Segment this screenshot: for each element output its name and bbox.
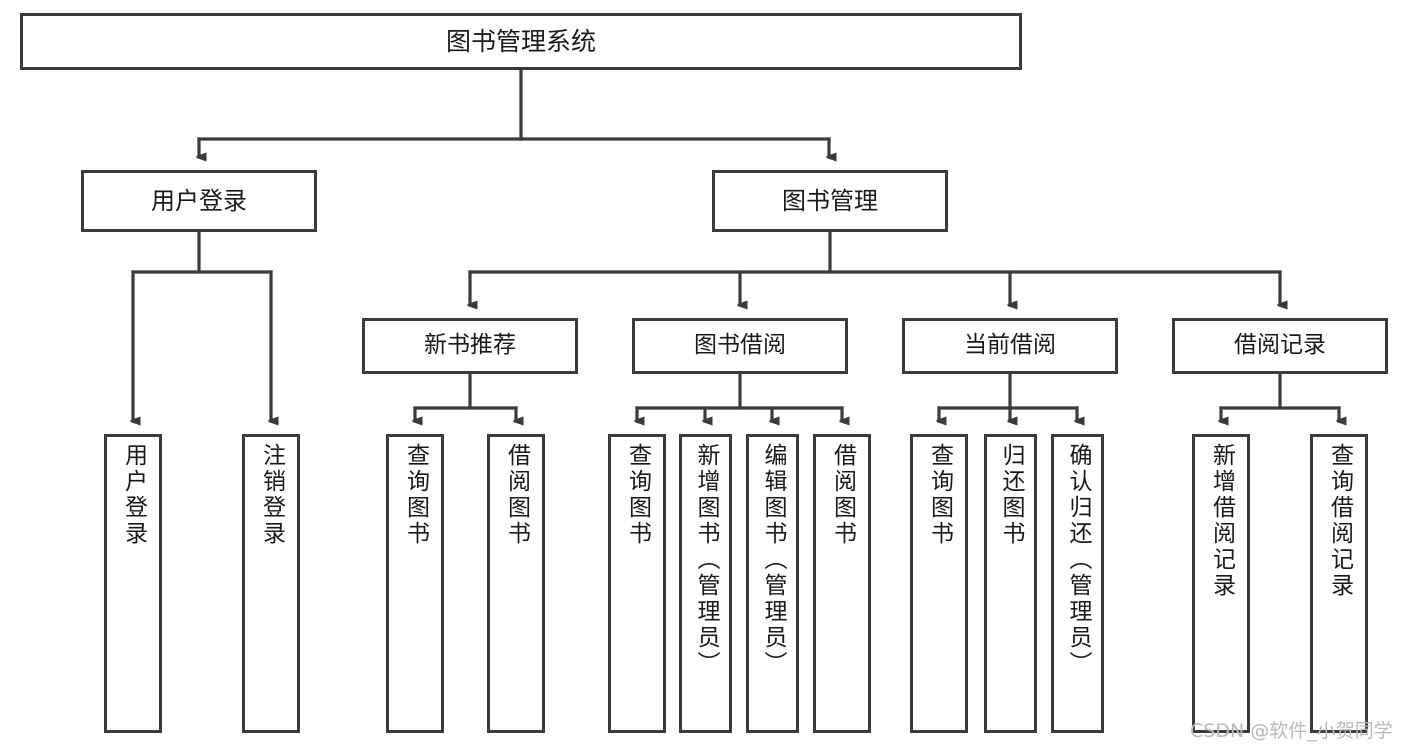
node-leaf-borrow-book-1[interactable]: 借阅图书 <box>487 434 545 733</box>
node-current-borrow-label: 当前借阅 <box>964 332 1056 359</box>
node-leaf-user-logout[interactable]: 注销登录 <box>242 434 300 733</box>
node-leaf-return-book[interactable]: 归还图书 <box>984 434 1037 733</box>
node-leaf-edit-book[interactable]: 编辑图书（管理员） <box>746 434 799 733</box>
node-leaf-add-record-label: 新增借阅记录 <box>1208 443 1235 599</box>
node-leaf-user-login[interactable]: 用户登录 <box>104 434 162 733</box>
node-leaf-query-book-3-label: 查询图书 <box>926 443 953 547</box>
node-leaf-edit-book-label: 编辑图书（管理员） <box>760 443 786 677</box>
node-borrow-record-label: 借阅记录 <box>1234 332 1326 359</box>
node-leaf-query-book-2-label: 查询图书 <box>624 443 651 547</box>
node-leaf-add-book[interactable]: 新增图书（管理员） <box>679 434 732 733</box>
node-leaf-user-login-label: 用户登录 <box>120 443 147 547</box>
node-root-label: 图书管理系统 <box>445 26 596 56</box>
node-user-login[interactable]: 用户登录 <box>81 170 317 232</box>
node-book-manage[interactable]: 图书管理 <box>712 170 948 232</box>
node-book-manage-label: 图书管理 <box>782 186 878 215</box>
node-book-borrow[interactable]: 图书借阅 <box>632 318 848 374</box>
node-book-borrow-label: 图书借阅 <box>694 332 786 359</box>
node-leaf-borrow-book-2[interactable]: 借阅图书 <box>813 434 871 733</box>
node-user-login-label: 用户登录 <box>151 186 247 215</box>
node-new-book-rec-label: 新书推荐 <box>424 332 516 359</box>
node-leaf-user-logout-label: 注销登录 <box>258 443 285 547</box>
node-leaf-confirm-return-label: 确认归还（管理员） <box>1065 443 1091 677</box>
node-leaf-borrow-book-1-label: 借阅图书 <box>503 443 530 547</box>
node-leaf-add-record[interactable]: 新增借阅记录 <box>1192 434 1250 733</box>
node-leaf-query-record-label: 查询借阅记录 <box>1326 443 1353 599</box>
node-leaf-query-book-1[interactable]: 查询图书 <box>386 434 444 733</box>
node-leaf-borrow-book-2-label: 借阅图书 <box>829 443 856 547</box>
node-leaf-query-book-1-label: 查询图书 <box>402 443 429 547</box>
node-root[interactable]: 图书管理系统 <box>20 13 1022 70</box>
node-leaf-confirm-return[interactable]: 确认归还（管理员） <box>1051 434 1104 733</box>
node-borrow-record[interactable]: 借阅记录 <box>1172 318 1388 374</box>
node-leaf-return-book-label: 归还图书 <box>998 443 1024 547</box>
node-current-borrow[interactable]: 当前借阅 <box>902 318 1118 374</box>
node-leaf-query-book-3[interactable]: 查询图书 <box>910 434 968 733</box>
node-leaf-query-record[interactable]: 查询借阅记录 <box>1310 434 1368 733</box>
node-leaf-query-book-2[interactable]: 查询图书 <box>608 434 666 733</box>
node-new-book-rec[interactable]: 新书推荐 <box>362 318 578 374</box>
node-leaf-add-book-label: 新增图书（管理员） <box>693 443 719 677</box>
watermark-text: CSDN @软件_小贺同学 <box>1190 720 1393 742</box>
